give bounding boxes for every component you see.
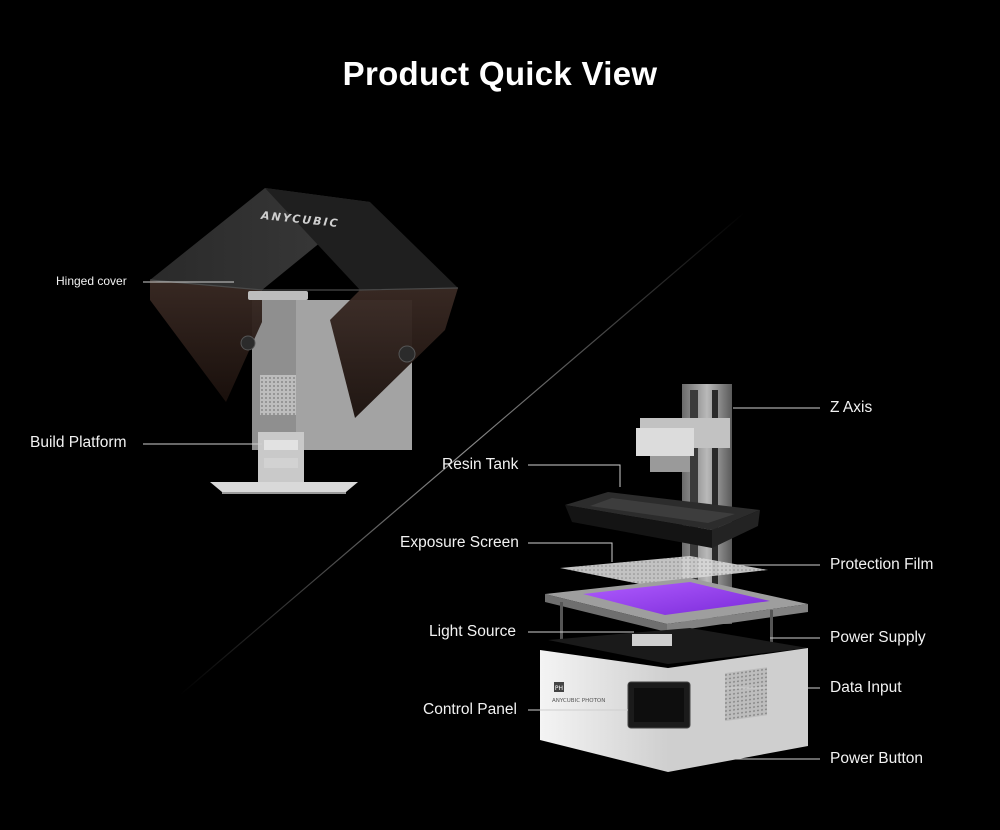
label-control-panel: Control Panel [423, 701, 517, 718]
label-data-input: Data Input [830, 679, 902, 696]
label-hinged-cover: Hinged cover [56, 274, 127, 288]
label-exposure-screen: Exposure Screen [400, 534, 519, 551]
label-z-axis: Z Axis [830, 399, 873, 416]
exploded-printer: PH ANYCUBIC PHOTON [540, 384, 808, 772]
label-resin-tank: Resin Tank [442, 456, 519, 473]
label-power-button: Power Button [830, 750, 924, 767]
label-protection-film: Protection Film [830, 556, 934, 573]
body-logo: ANYCUBIC PHOTON [552, 698, 605, 704]
label-power-supply: Power Supply [830, 629, 926, 646]
leader-lines [143, 281, 820, 760]
body-logo-badge: PH [555, 685, 563, 692]
label-light-source: Light Source [429, 623, 517, 640]
printer-with-cover: ANYCUBIC [149, 188, 459, 494]
label-build-platform: Build Platform [30, 434, 127, 451]
page-title: Product Quick View [342, 55, 658, 92]
diagonal-divider-line [179, 211, 746, 696]
